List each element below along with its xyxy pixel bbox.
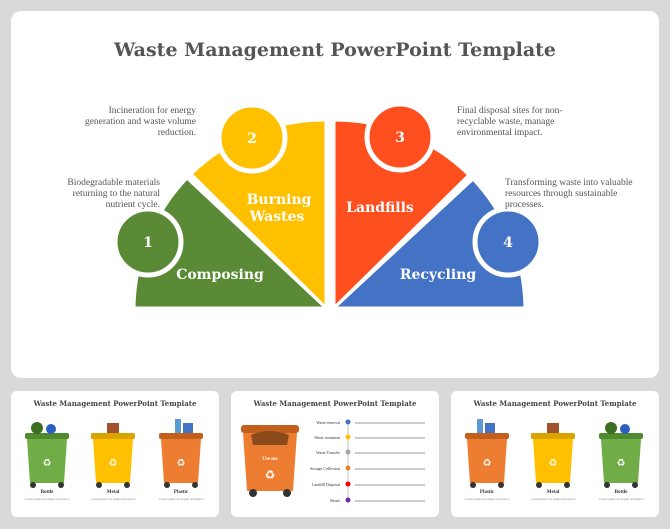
bin-label-1: Bottle (40, 490, 54, 495)
svg-text:♻: ♻ (617, 458, 626, 469)
description-4: Transforming waste into valuable resourc… (505, 178, 633, 210)
bin-desc-1: Lorem ipsum text sample description (464, 497, 510, 501)
thumbnail-title: Waste Management PowerPoint Template (253, 399, 417, 408)
bin-desc-2: Lorem ipsum text sample description (90, 497, 136, 501)
thumbnail-title: Waste Management PowerPoint Template (33, 399, 197, 408)
description-1: Biodegradable materials returning to the… (67, 178, 160, 210)
label-burning-line2: Wastes (249, 209, 305, 225)
svg-text:♻: ♻ (549, 458, 558, 469)
step-dot-1 (345, 419, 351, 425)
step-label-1: Waste removal (316, 420, 340, 425)
step-label-4: Storage Collection (310, 466, 340, 471)
thumbnail-slide-1[interactable]: Waste Management PowerPoint Template ♻ ♻… (11, 391, 219, 517)
number-3: 3 (395, 130, 405, 146)
thumbnail-title: Waste Management PowerPoint Template (473, 399, 637, 408)
step-label-5: Landfill Disposal (312, 482, 340, 487)
thumbnail-slide-2[interactable]: Waste Management PowerPoint Template ♻ U… (231, 391, 439, 517)
bin-plastic: ♻ (465, 419, 509, 488)
bin-plastic: ♻ (159, 419, 203, 488)
number-2: 2 (247, 131, 257, 147)
step-label-2: Waste treatment (314, 435, 340, 440)
step-dot-6 (345, 497, 351, 503)
number-circle-1 (112, 206, 184, 278)
step-label-6: Reuse (330, 498, 340, 503)
description-2: Incineration for energy generation and w… (84, 106, 196, 138)
step-dot-4 (345, 465, 351, 471)
bin-desc-3: Lorem ipsum text sample description (158, 497, 204, 501)
step-dot-2 (345, 434, 351, 440)
number-4: 4 (503, 235, 513, 251)
main-slide[interactable]: Waste Management PowerPoint Template 1 2… (11, 11, 659, 378)
bin-label-3: Plastic (173, 490, 189, 495)
number-circle-4 (472, 206, 544, 278)
process-illustration: ♻ (241, 419, 351, 503)
label-recycling: Recycling (400, 267, 477, 283)
svg-text:♻: ♻ (265, 468, 276, 482)
bin-label-1: Plastic (479, 490, 495, 495)
svg-text:♻: ♻ (177, 458, 186, 469)
svg-text:♻: ♻ (43, 458, 52, 469)
bin-bottle: ♻ (599, 422, 643, 488)
bin-bottle: ♻ (25, 422, 69, 488)
bins-illustration: ♻ ♻ ♻ (465, 419, 643, 488)
number-circle-2 (216, 102, 288, 174)
bin-metal: ♻ (91, 423, 135, 488)
svg-text:♻: ♻ (483, 458, 492, 469)
bin-desc-3: Lorem ipsum text sample description (598, 497, 644, 501)
step-dot-5 (345, 481, 351, 487)
svg-text:♻: ♻ (109, 458, 118, 469)
number-circle-3 (364, 101, 436, 173)
bin-text: Use me (262, 457, 278, 462)
step-desc-placeholder (355, 419, 430, 502)
label-burning-line1: Burning (247, 192, 312, 208)
description-3: Final disposal sites for non-recyclable … (457, 106, 563, 138)
label-composing: Composing (176, 267, 264, 283)
bin-label-3: Bottle (614, 490, 628, 495)
step-dot-3 (345, 449, 351, 455)
number-1: 1 (143, 235, 153, 251)
slide-title: Waste Management PowerPoint Template (113, 39, 557, 61)
bin-label-2: Metal (546, 490, 560, 495)
semicircle-diagram: 1 2 3 4 Composing Burning Wastes Landfil… (112, 101, 544, 312)
thumbnail-slide-3[interactable]: Waste Management PowerPoint Template ♻ ♻… (451, 391, 659, 517)
bin-label-2: Metal (106, 490, 120, 495)
large-bin: ♻ (241, 425, 299, 497)
bin-desc-1: Lorem ipsum text sample description (24, 497, 70, 501)
bins-illustration: ♻ ♻ ♻ (25, 419, 203, 488)
step-label-3: Waste Transfer (315, 450, 340, 455)
label-landfills: Landfills (346, 200, 414, 216)
bin-desc-2: Lorem ipsum text sample description (530, 497, 576, 501)
bin-metal: ♻ (531, 423, 575, 488)
